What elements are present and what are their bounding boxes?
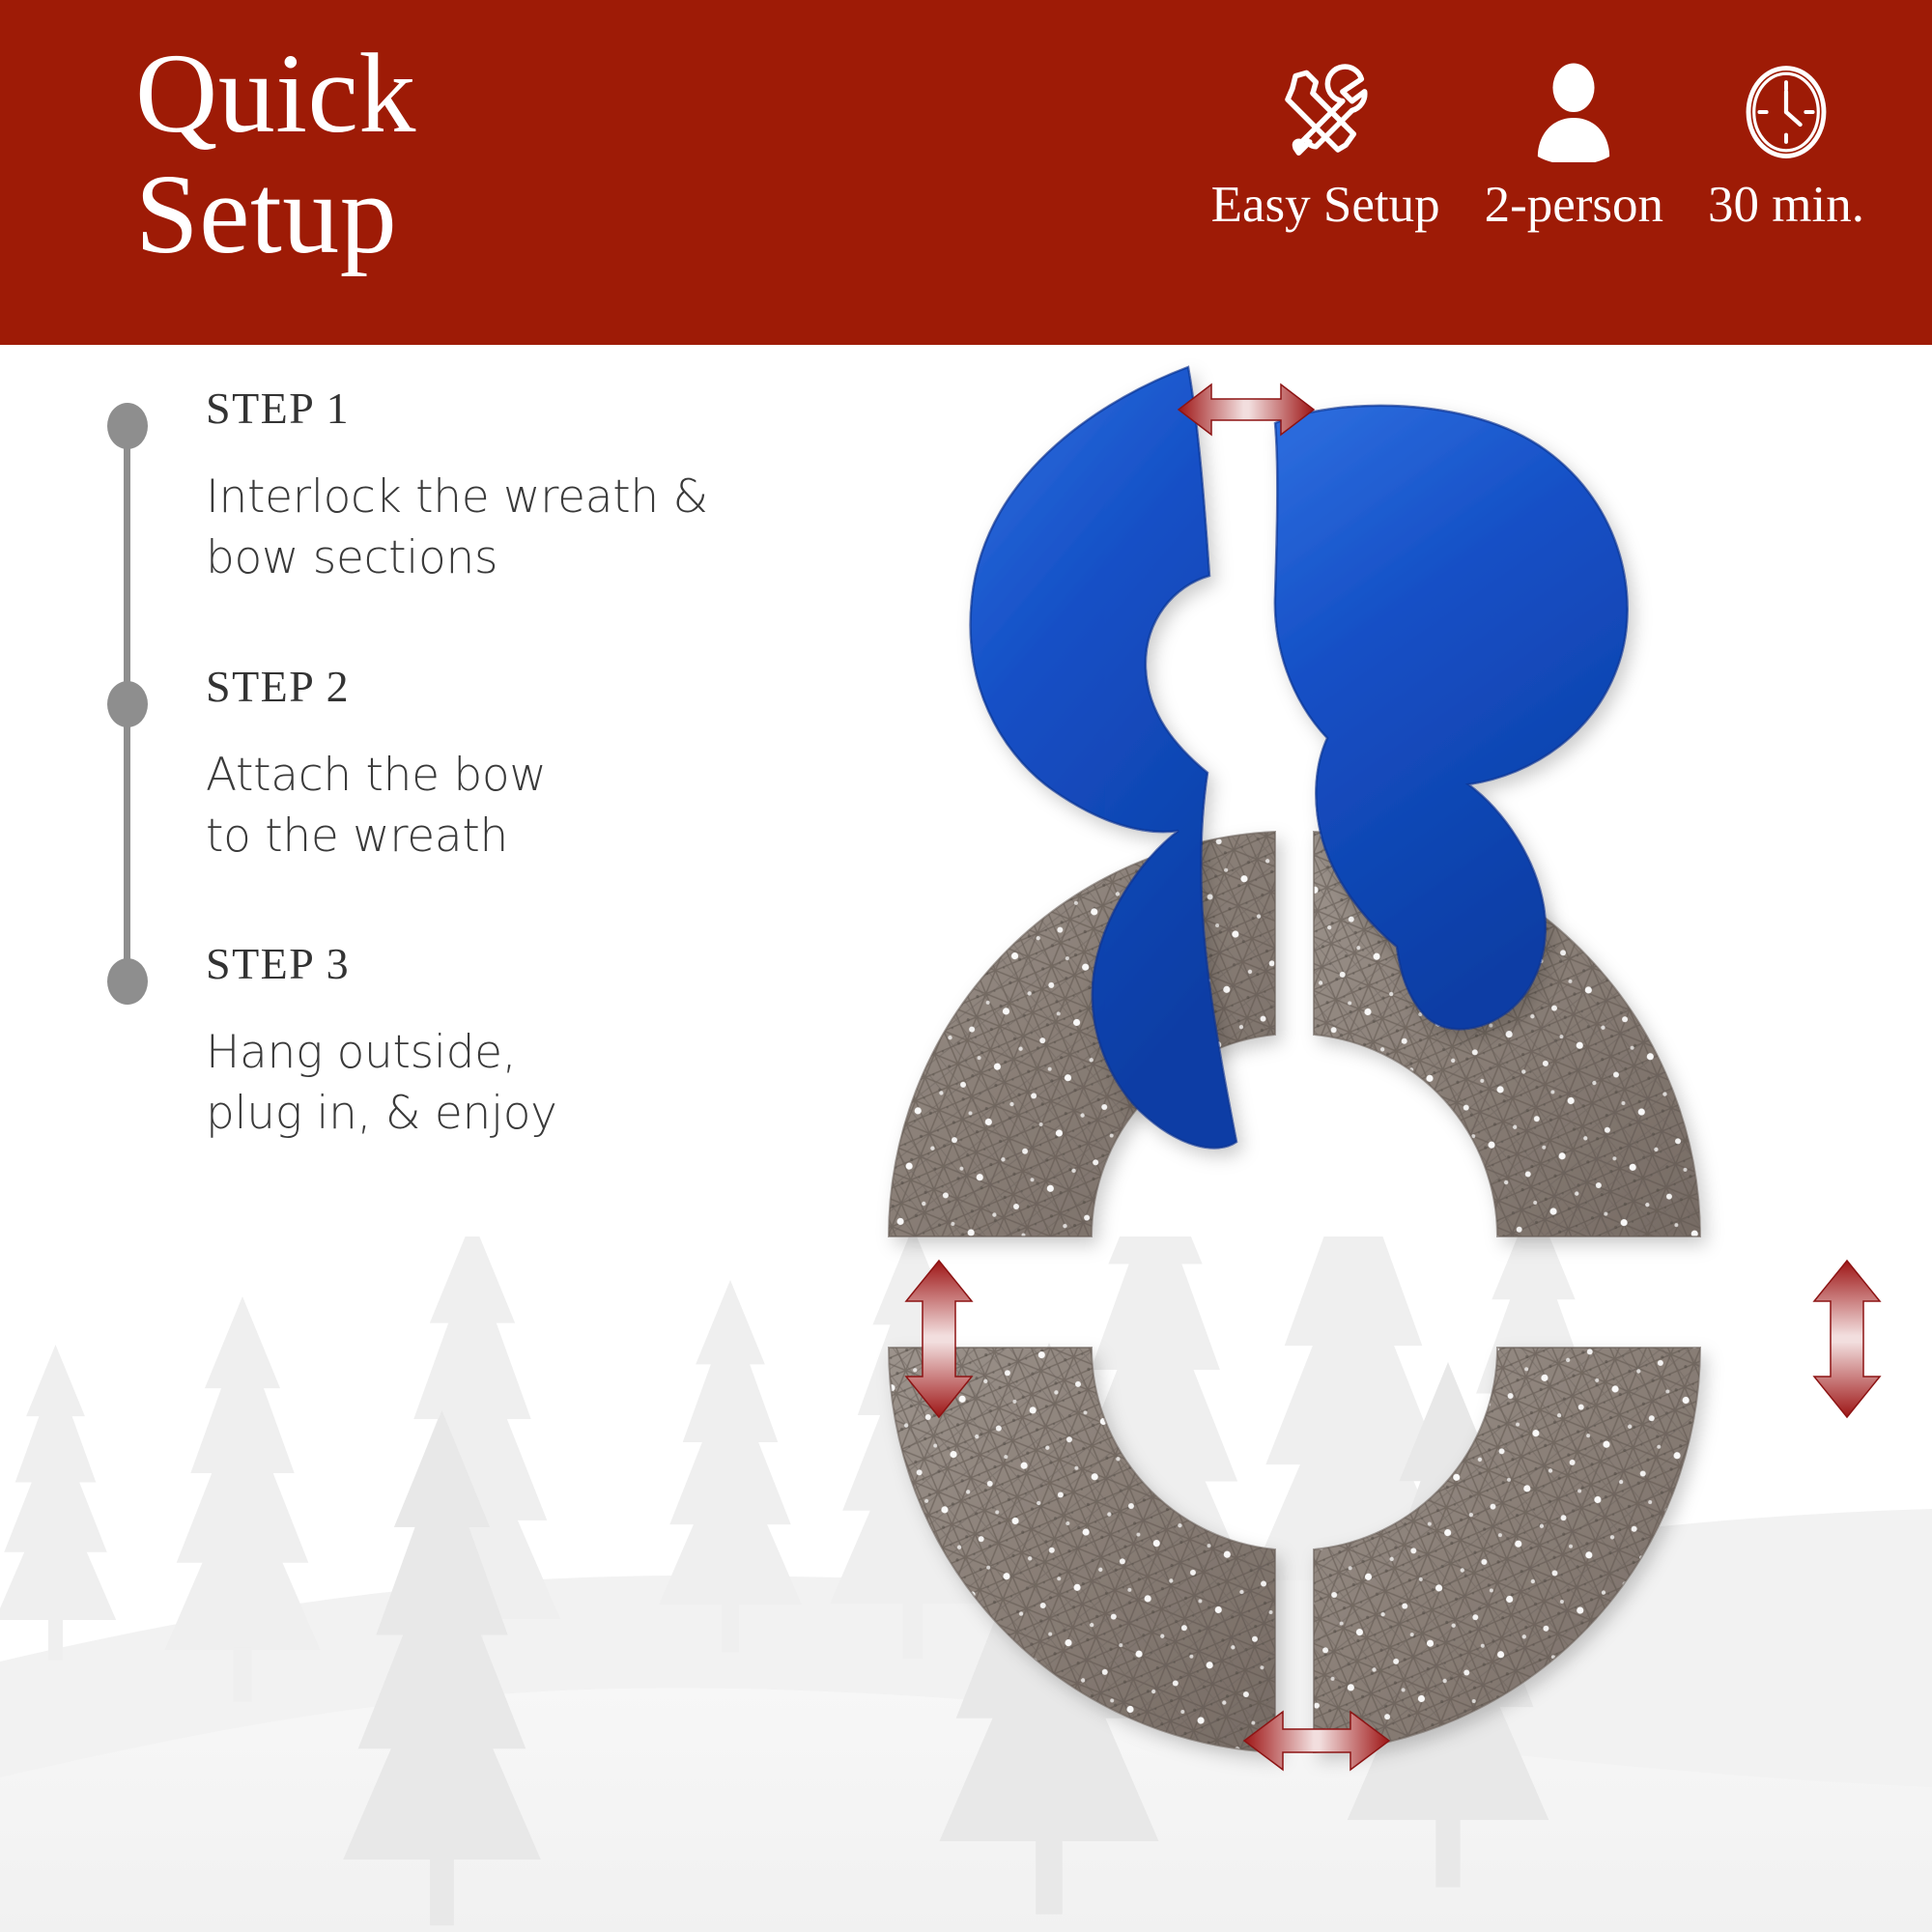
badge-easy-setup: Easy Setup xyxy=(1211,58,1440,231)
step-3-label: STEP 3 xyxy=(206,939,351,988)
badge-person-count: 2-person xyxy=(1485,58,1663,231)
timeline-dot-step-3 xyxy=(107,958,148,1005)
header-badge-group: Easy Setup 2-person xyxy=(1211,58,1864,231)
badge-duration-label: 30 min. xyxy=(1708,177,1864,233)
step-2-label: STEP 2 xyxy=(206,662,351,711)
clock-icon xyxy=(1736,58,1836,166)
wreath-segment-bottom-right xyxy=(1313,1347,1702,1754)
step-1-text: Interlock the wreath & bow sections xyxy=(206,470,708,584)
setup-steps-list: STEP 1 Interlock the wreath & bow sectio… xyxy=(0,386,792,1410)
step-3-text: Hang outside, plug in, & enjoy xyxy=(206,1026,557,1140)
bow-left-half xyxy=(969,365,1238,1150)
timeline-dot-step-2 xyxy=(107,681,148,727)
arrow-bow-horizontal-top xyxy=(1177,383,1316,437)
step-item-3: STEP 3 Hang outside, plug in, & enjoy xyxy=(206,942,747,1144)
header-banner: Quick Setup Easy Setup xyxy=(0,0,1932,345)
badge-duration: 30 min. xyxy=(1708,58,1864,231)
timeline-dot-step-1 xyxy=(107,403,148,449)
badge-easy-setup-label: Easy Setup xyxy=(1210,177,1440,233)
page-title: Quick Setup xyxy=(135,30,416,278)
arrow-right-vertical xyxy=(1812,1259,1882,1419)
step-2-text: Attach the bow to the wreath xyxy=(206,749,547,863)
step-1-label: STEP 1 xyxy=(206,384,351,433)
wreath-assembly-diagram xyxy=(887,365,1882,1772)
person-icon xyxy=(1527,58,1620,166)
bow-right-half xyxy=(1273,404,1629,1031)
product-illustration xyxy=(599,309,1932,1874)
step-item-2: STEP 2 Attach the bow to the wreath xyxy=(206,665,747,867)
tools-icon xyxy=(1275,58,1376,166)
badge-person-count-label: 2-person xyxy=(1484,177,1664,233)
step-item-1: STEP 1 Interlock the wreath & bow sectio… xyxy=(206,386,747,588)
